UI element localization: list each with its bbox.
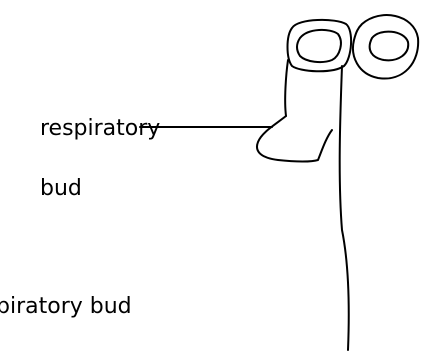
respiratory-bud-outline <box>257 116 332 162</box>
right-ring-inner <box>370 32 409 61</box>
label-piratory-bud: piratory bud <box>0 296 132 318</box>
label-respiratory: respiratory <box>40 118 160 140</box>
tube-right-wall <box>340 66 349 350</box>
left-ring-inner <box>297 30 341 62</box>
tube-left-wall <box>285 60 288 116</box>
label-bud: bud <box>40 178 82 200</box>
